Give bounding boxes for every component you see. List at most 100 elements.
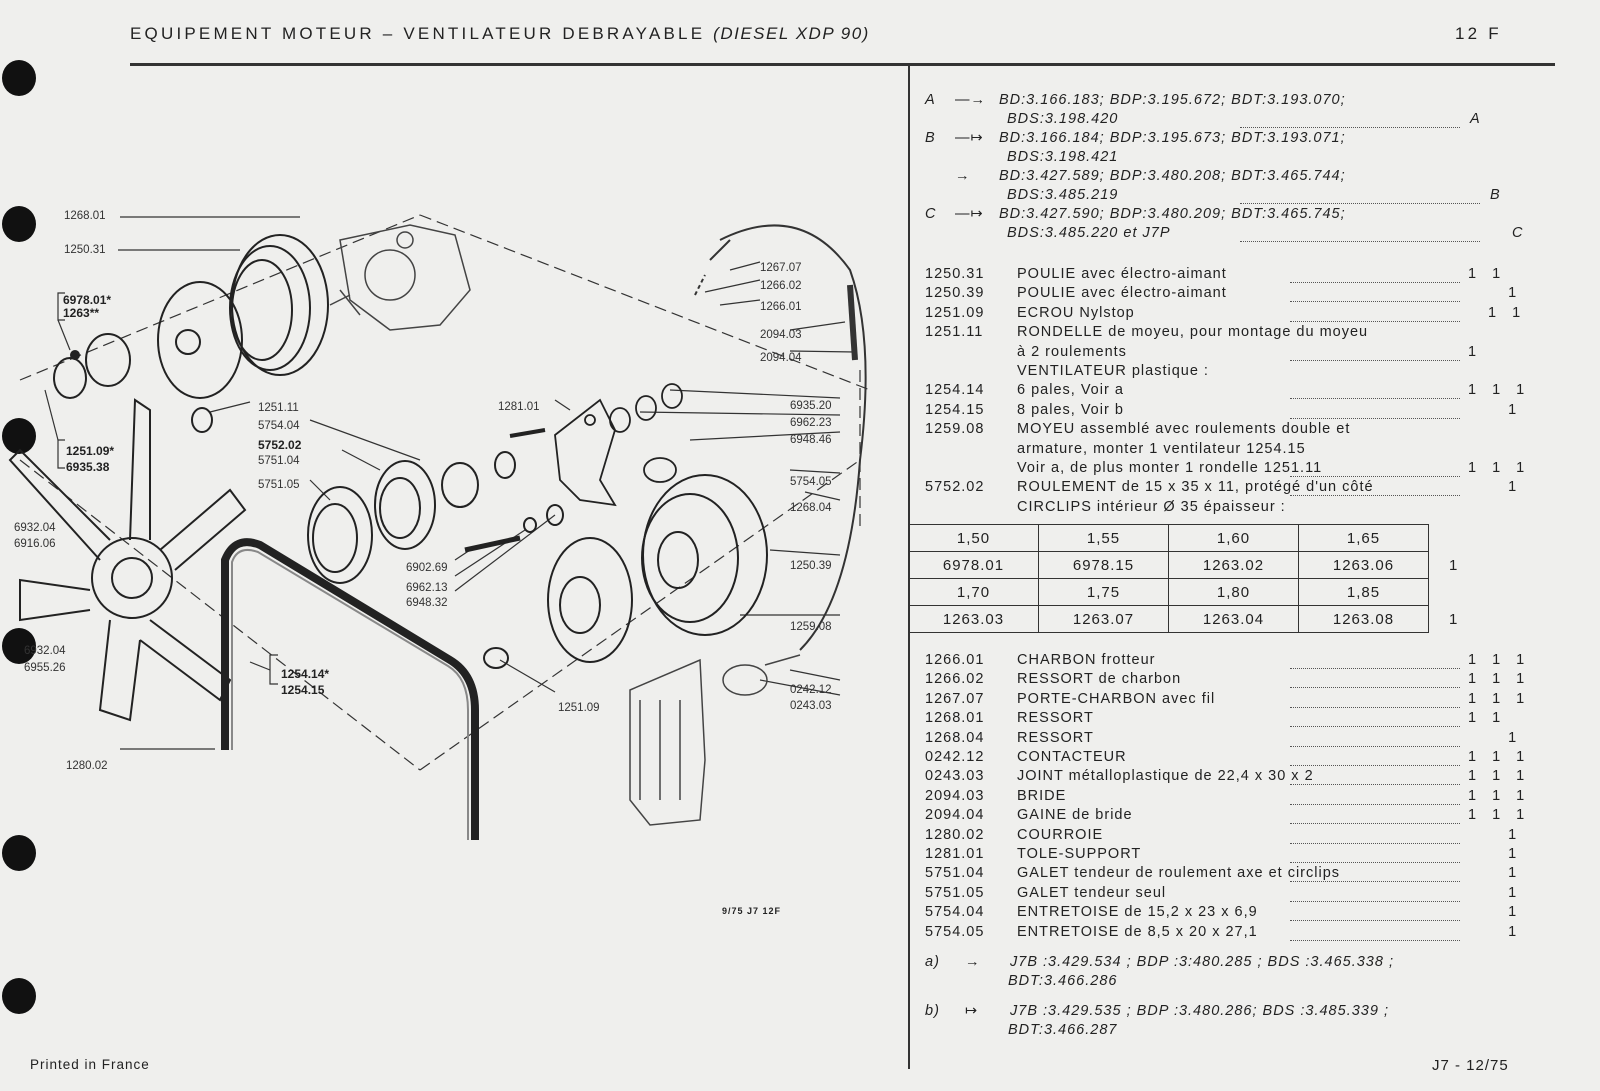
dot-leader <box>1290 463 1460 477</box>
table-cell: 1,85 <box>1298 578 1429 606</box>
dot-leader <box>1290 733 1460 747</box>
diagram-label: 6948.32 <box>406 597 448 609</box>
diagram-label: 5754.05 <box>790 476 832 488</box>
dot-leader <box>1290 347 1460 361</box>
note-text: J7B :3.429.534 ; BDP :3:480.285 ; BDS :3… <box>1010 954 1394 970</box>
part-description: Voir a, de plus monter 1 rondelle 1251.1… <box>1017 460 1323 476</box>
diagram-label: 1280.02 <box>66 760 108 772</box>
diagram-label: 1251.09 <box>558 702 600 714</box>
diagram-label: 5754.04 <box>258 420 300 432</box>
table-cell: 1,70 <box>908 578 1039 606</box>
diagram-label: 6962.13 <box>406 582 448 594</box>
part-quantity: 1 1 1 <box>1468 671 1531 688</box>
part-number: 1254.14 <box>925 382 985 399</box>
diagram-label: 5751.05 <box>258 479 300 491</box>
part-number: 5754.04 <box>925 904 985 921</box>
dot-leader <box>1290 810 1460 825</box>
dot-leader <box>1290 771 1460 786</box>
diagram-label: 5752.02 <box>258 438 302 452</box>
table-quantity <box>1429 525 1510 552</box>
punch-hole <box>2 418 36 454</box>
part-description: MOYEU assemblé avec roulements double et <box>1017 421 1351 438</box>
part-number: 1251.09 <box>925 304 985 321</box>
note-text-2: BDT:3.466.286 <box>1008 973 1118 989</box>
dot-leader <box>1290 308 1460 322</box>
table-cell: 1263.03 <box>908 605 1039 633</box>
reference-tag: A <box>1470 111 1481 127</box>
dot-leader <box>1290 694 1460 708</box>
part-description: PORTE-CHARBON avec fil <box>1017 690 1216 707</box>
part-number: 1250.31 <box>925 266 985 282</box>
table-cell: 1263.04 <box>1168 605 1299 633</box>
reference-text: BD:3.166.184; BDP:3.195.673; BDT:3.193.0… <box>999 130 1346 146</box>
punch-hole <box>2 978 36 1014</box>
dot-leader <box>1290 791 1460 805</box>
part-quantity: 1 <box>1468 285 1523 302</box>
table-cell: 6978.01 <box>908 551 1039 579</box>
table-cell: 1263.06 <box>1298 551 1429 579</box>
punch-hole <box>2 206 36 242</box>
table-cell: 1,65 <box>1298 524 1429 552</box>
diagram-label: 1250.39 <box>790 560 832 572</box>
table-cell: 6978.15 <box>1038 551 1169 579</box>
part-number: 1268.04 <box>925 729 985 746</box>
part-description: RESSORT <box>1017 710 1094 727</box>
reference-line-2: BDS:3.485.219 <box>1007 187 1119 203</box>
diagram-label: 1266.01 <box>760 301 802 313</box>
dot-leader <box>1290 288 1460 303</box>
diagram-label: 1281.01 <box>498 401 540 413</box>
reference-tag: C <box>1512 225 1524 241</box>
reference-line-2: BDS:3.485.220 et J7P <box>1007 225 1171 241</box>
page-subtitle: (DIESEL XDP 90) <box>713 24 870 43</box>
diagram-label: 5751.04 <box>258 455 300 467</box>
part-quantity: 1 1 1 <box>1468 382 1531 399</box>
diagram-label: 6955.26 <box>24 662 66 674</box>
diagram-label: 1268.04 <box>790 502 832 514</box>
part-quantity: 1 1 1 <box>1468 807 1531 824</box>
reference-text: BD:3.427.590; BDP:3.480.209; BDT:3.465.7… <box>999 206 1346 222</box>
dot-leader <box>1290 752 1460 766</box>
diagram-label: 1251.11 <box>258 402 299 414</box>
note-arrow: → <box>965 954 981 970</box>
punch-hole <box>2 628 36 664</box>
dot-leader <box>1290 674 1460 689</box>
diagram-label: 1259.08 <box>790 621 832 633</box>
reference-text: BD:3.166.183; BDP:3.195.672; BDT:3.193.0… <box>999 92 1346 108</box>
part-description: JOINT métalloplastique de 22,4 x 30 x 2 <box>1017 768 1314 785</box>
part-description: armature, monter 1 ventilateur 1254.15 <box>1017 440 1306 457</box>
part-number: 1251.11 <box>925 324 984 341</box>
diagram-label: 1263** <box>63 306 100 320</box>
dot-leader <box>1290 888 1460 902</box>
reference-line: →BD:3.427.589; BDP:3.480.208; BDT:3.465.… <box>925 168 1346 184</box>
part-number: 1250.39 <box>925 285 985 302</box>
dot-leader <box>1290 405 1460 419</box>
diagram-label: 6932.04 <box>24 645 66 657</box>
dot-leader <box>1290 713 1460 728</box>
part-description: GALET tendeur seul <box>1017 884 1167 901</box>
part-quantity: 1 1 <box>1468 266 1507 282</box>
reference-arrow: —→ <box>955 92 986 108</box>
part-quantity: 1 <box>1468 923 1523 940</box>
part-description: VENTILATEUR plastique : <box>1017 363 1209 379</box>
part-description: POULIE avec électro-aimant <box>1017 266 1227 282</box>
table-cell: 1263.02 <box>1168 551 1299 579</box>
part-quantity: 1 1 1 <box>1468 460 1531 476</box>
drawing-stamp: 9/75 J7 12F <box>722 906 782 916</box>
part-quantity: 1 <box>1468 826 1523 843</box>
table-cell: 1263.08 <box>1298 605 1429 633</box>
exploded-diagram <box>8 214 871 840</box>
part-number: 1267.07 <box>925 690 985 707</box>
reference-arrow: —↦ <box>955 130 984 146</box>
footer-right: J7 - 12/75 <box>1432 1057 1509 1074</box>
note-key: b) <box>925 1003 940 1019</box>
part-quantity: 1 <box>1468 343 1483 360</box>
page-number: 12 F <box>1455 24 1502 43</box>
table-quantity <box>1429 579 1510 606</box>
table-cell: 1,60 <box>1168 524 1299 552</box>
reference-arrow: → <box>955 168 971 184</box>
diagram-label: 1254.14* <box>281 667 330 681</box>
part-description: POULIE avec électro-aimant <box>1017 285 1227 302</box>
diagram-label: 6978.01* <box>63 293 112 307</box>
part-quantity: 1 <box>1468 884 1523 901</box>
reference-line-2: BDS:3.198.421 <box>1007 149 1119 165</box>
